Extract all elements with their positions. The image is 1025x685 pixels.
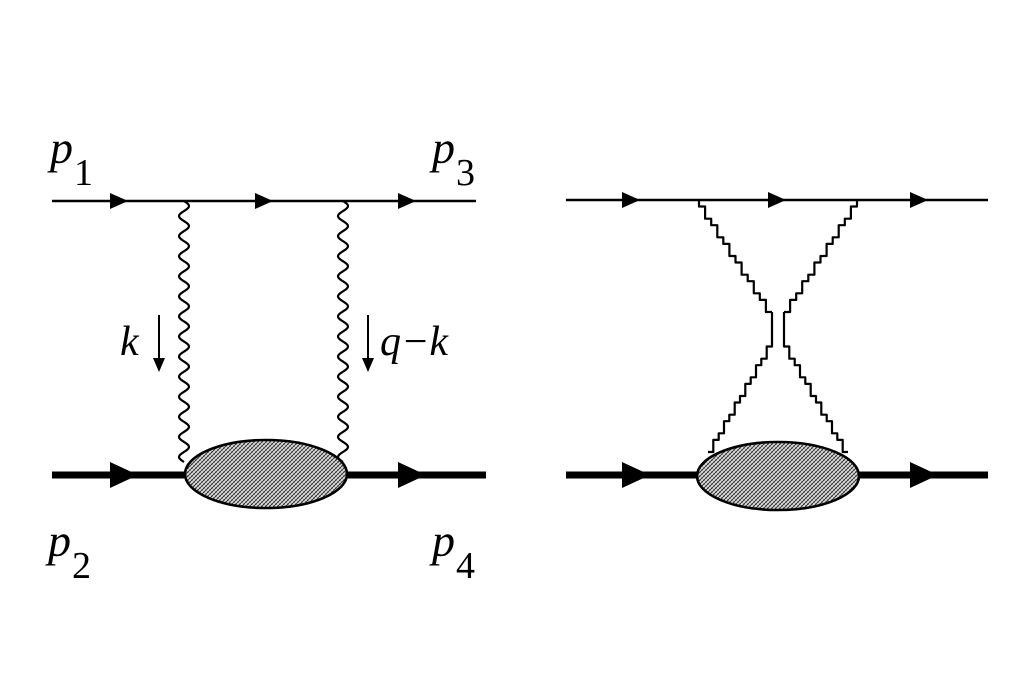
right-bottom-arrow-2 bbox=[910, 462, 938, 488]
left-bottom-arrow-2 bbox=[398, 462, 426, 488]
right-top-arrow-2 bbox=[768, 192, 786, 208]
right-hadronic-blob bbox=[695, 440, 861, 512]
right-photon-upper-left bbox=[697, 200, 772, 314]
right-photon-crossing bbox=[770, 312, 786, 340]
label-p4: p4 bbox=[429, 515, 475, 587]
right-top-arrow-3 bbox=[910, 192, 928, 208]
right-diagram bbox=[566, 192, 988, 512]
right-photon-lower-left bbox=[708, 340, 774, 454]
left-k-arrow-head bbox=[153, 358, 165, 372]
right-bottom-arrow-1 bbox=[622, 462, 650, 488]
right-photon-lower-right bbox=[782, 340, 848, 454]
label-k: k bbox=[120, 319, 140, 365]
left-photon-k bbox=[177, 200, 191, 463]
label-p2: p2 bbox=[45, 515, 91, 587]
label-p1: p1 bbox=[47, 122, 93, 194]
left-hadronic-blob bbox=[183, 438, 349, 510]
right-photon-upper-right bbox=[784, 200, 859, 314]
left-top-arrow-3 bbox=[398, 193, 416, 209]
right-top-arrow-1 bbox=[622, 192, 640, 208]
left-qk-arrow-head bbox=[362, 358, 374, 372]
label-p3: p3 bbox=[429, 122, 475, 194]
left-bottom-arrow-1 bbox=[110, 462, 138, 488]
left-top-arrow-2 bbox=[255, 193, 273, 209]
left-photon-q-minus-k bbox=[336, 200, 350, 463]
left-diagram: p1 p3 p2 p4 k q−k bbox=[45, 122, 486, 587]
label-q-minus-k: q−k bbox=[380, 319, 449, 365]
left-top-arrow-1 bbox=[110, 193, 128, 209]
